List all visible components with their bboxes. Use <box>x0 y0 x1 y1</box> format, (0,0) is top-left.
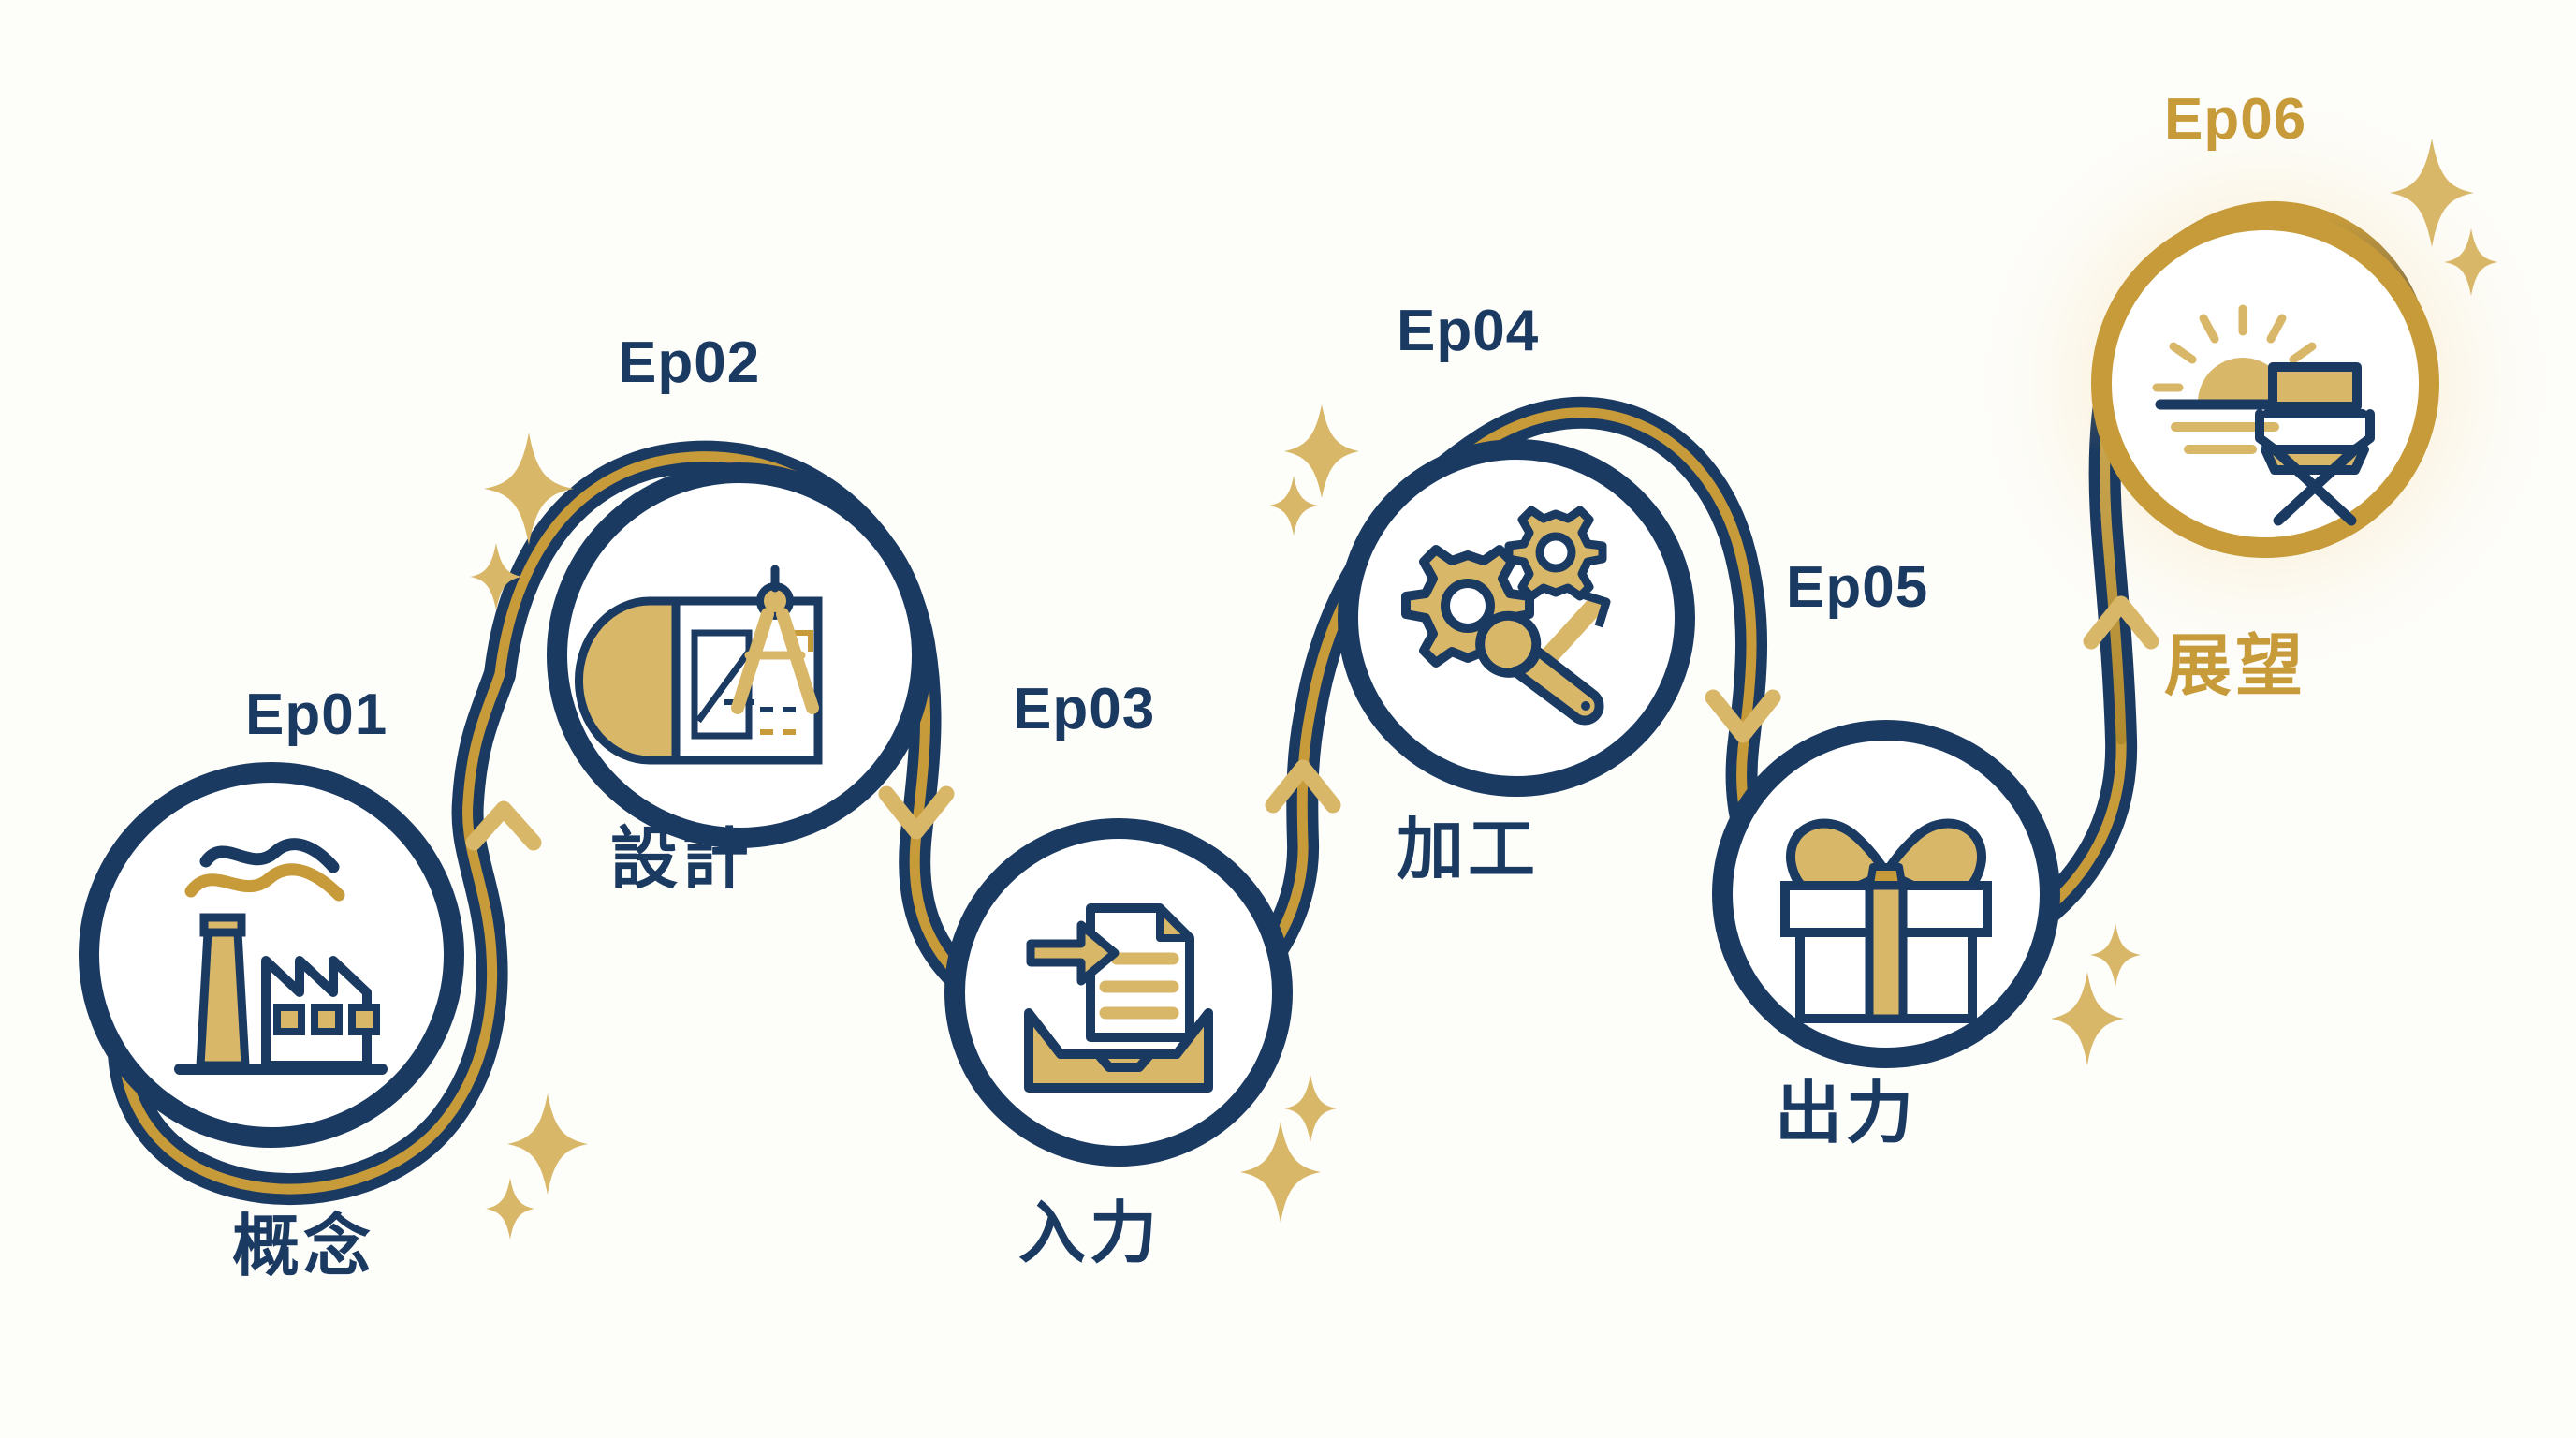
sparkle-icon-d <box>486 1178 534 1240</box>
director-chair-icon <box>2255 362 2375 526</box>
ep03-number: Ep03 <box>1013 677 1156 741</box>
sparkles-group <box>470 139 2498 1240</box>
ep02-label: 設計 <box>610 822 754 897</box>
ep01-number: Ep01 <box>245 682 388 747</box>
ep04-number: Ep04 <box>1397 299 1540 363</box>
ep02-number: Ep02 <box>618 330 761 395</box>
sparkle-icon-e <box>1284 1075 1337 1142</box>
factory-icon <box>174 838 388 1075</box>
ep03-label: 入力 <box>1018 1196 1162 1271</box>
arrow-down-icon-02 <box>878 785 955 840</box>
arrow-up-icon-05 <box>2083 595 2159 650</box>
ep05-label: 出力 <box>1775 1077 1918 1152</box>
arrow-up-icon-03 <box>1265 759 1341 814</box>
gift-box-icon <box>1780 818 1992 1023</box>
gold-line-ep01-ep02 <box>118 668 505 1195</box>
ep06-number: Ep06 <box>2164 87 2307 152</box>
sparkle-icon-f <box>1240 1122 1321 1223</box>
blueprint-compass-icon <box>575 565 823 765</box>
sparkle-icon-l <box>2444 228 2498 296</box>
ep06-label: 展望 <box>2164 629 2307 704</box>
ep01-label: 概念 <box>232 1210 375 1284</box>
sparkle-icon-k <box>2390 139 2474 247</box>
sparkle-icon-i <box>2090 923 2141 987</box>
sparkle-icon-b <box>470 543 522 610</box>
gears-wrench-icon <box>1401 506 1611 726</box>
sparkle-icon-g <box>1284 404 1359 498</box>
document-inbox-icon <box>1024 903 1213 1093</box>
arrow-down-icon-04 <box>1705 689 1781 743</box>
gear-small-icon <box>1504 506 1607 601</box>
sun-icon <box>2152 304 2317 403</box>
ep04-label: 加工 <box>1397 813 1540 888</box>
arrow-up-icon-01 <box>465 800 542 851</box>
direction-arrows <box>465 595 2159 851</box>
gold-line-ep03-ep04 <box>1296 407 1757 848</box>
sparkle-icon-h <box>1269 476 1318 536</box>
sunrise-chair-icon <box>2152 304 2375 526</box>
ep05-number: Ep05 <box>1786 555 1929 620</box>
sparkle-icon-a <box>484 433 574 545</box>
sparkle-icon-c <box>507 1093 588 1195</box>
ep01-circle <box>79 762 464 1148</box>
wrench-icon <box>1475 610 1604 726</box>
sparkle-icon-j <box>2051 972 2124 1065</box>
